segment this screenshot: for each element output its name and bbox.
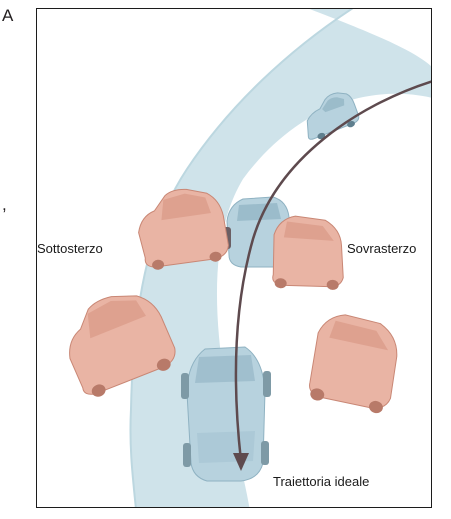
car-oversteer-upper [270,215,347,293]
margin-letter: A [2,7,13,24]
diagram-canvas [37,9,432,508]
car-ideal-near [181,347,271,481]
car-oversteer-lower [302,310,407,418]
label-understeer: Sottosterzo [37,242,103,255]
margin-mark: , [2,196,7,213]
label-oversteer: Sovrasterzo [347,242,416,255]
steering-diagram: Sottosterzo Sovrasterzo Traiettoria idea… [36,8,432,508]
label-ideal-path: Traiettoria ideale [273,475,369,488]
